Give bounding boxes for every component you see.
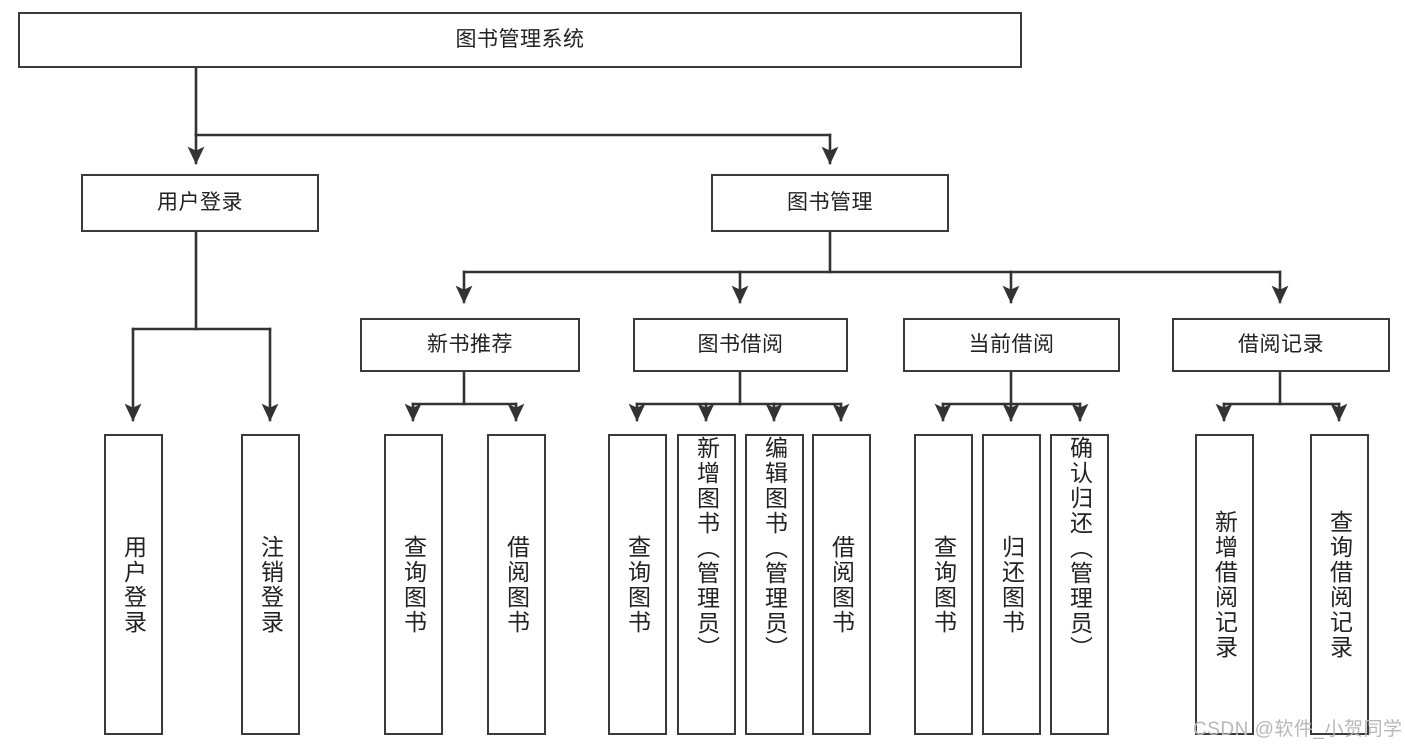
node-leaf-query-book-1[interactable]: 查询图书 (384, 434, 443, 735)
node-user-login[interactable]: 用户登录 (81, 174, 319, 232)
node-leaf-add-record[interactable]: 新增借阅记录 (1195, 434, 1254, 735)
node-user-login-label: 用户登录 (157, 191, 243, 215)
node-leaf-borrow-book-2-label: 借阅图书 (828, 534, 855, 635)
node-book-manage-label: 图书管理 (787, 191, 873, 215)
node-book-borrow[interactable]: 图书借阅 (633, 318, 848, 372)
node-current-borrow-label: 当前借阅 (968, 333, 1055, 357)
node-leaf-borrow-book-1-label: 借阅图书 (503, 534, 530, 635)
node-leaf-query-book-3-label: 查询图书 (930, 534, 957, 635)
node-leaf-query-book-2[interactable]: 查询图书 (608, 434, 667, 735)
node-leaf-query-record[interactable]: 查询借阅记录 (1310, 434, 1369, 735)
node-leaf-query-record-label: 查询借阅记录 (1326, 509, 1353, 660)
node-leaf-return-book-label: 归还图书 (998, 534, 1025, 635)
node-root-label: 图书管理系统 (455, 28, 585, 52)
node-leaf-query-book-2-label: 查询图书 (624, 534, 651, 635)
node-root[interactable]: 图书管理系统 (18, 12, 1022, 68)
node-leaf-logout[interactable]: 注销登录 (241, 434, 300, 735)
node-leaf-confirm-return[interactable]: 确认归还（管理员） (1050, 434, 1109, 735)
node-new-book-rec[interactable]: 新书推荐 (360, 318, 580, 372)
node-leaf-return-book[interactable]: 归还图书 (982, 434, 1041, 735)
node-leaf-borrow-book-1[interactable]: 借阅图书 (487, 434, 546, 735)
node-leaf-user-login[interactable]: 用户登录 (104, 434, 163, 735)
node-leaf-query-book-1-label: 查询图书 (400, 534, 427, 635)
node-leaf-add-book-label: 新增图书（管理员） (693, 436, 720, 661)
node-leaf-borrow-book-2[interactable]: 借阅图书 (812, 434, 871, 735)
node-leaf-confirm-return-label: 确认归还（管理员） (1066, 436, 1093, 661)
node-leaf-add-record-label: 新增借阅记录 (1211, 509, 1238, 660)
node-borrow-record[interactable]: 借阅记录 (1172, 318, 1390, 372)
node-leaf-user-login-label: 用户登录 (120, 534, 147, 635)
node-book-manage[interactable]: 图书管理 (711, 174, 949, 232)
node-leaf-logout-label: 注销登录 (257, 534, 284, 635)
node-leaf-edit-book[interactable]: 编辑图书（管理员） (745, 434, 804, 735)
node-leaf-add-book[interactable]: 新增图书（管理员） (677, 434, 736, 735)
node-leaf-query-book-3[interactable]: 查询图书 (914, 434, 973, 735)
node-book-borrow-label: 图书借阅 (697, 333, 784, 357)
node-borrow-record-label: 借阅记录 (1238, 333, 1324, 357)
node-current-borrow[interactable]: 当前借阅 (903, 318, 1120, 372)
node-new-book-rec-label: 新书推荐 (427, 333, 513, 357)
node-leaf-edit-book-label: 编辑图书（管理员） (761, 436, 788, 661)
